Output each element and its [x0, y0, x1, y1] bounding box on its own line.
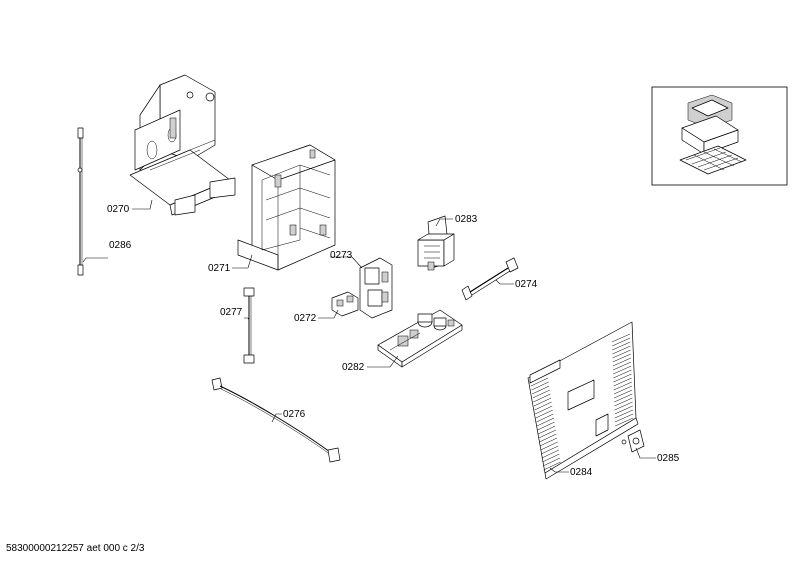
- grille-slat: [613, 377, 632, 387]
- part-0277-cable: [243, 287, 255, 364]
- grille-slat: [534, 401, 552, 411]
- grille-slat: [538, 429, 556, 439]
- overview-inset: [651, 86, 788, 186]
- grille-slat: [536, 417, 555, 427]
- grille-slat: [536, 413, 554, 423]
- grille-slat: [540, 441, 558, 451]
- label-0274: 0274: [515, 279, 538, 290]
- part-0276-cable: [211, 377, 341, 463]
- label-0286: 0286: [109, 240, 132, 251]
- grille-slat: [614, 413, 634, 423]
- grille-slat: [533, 397, 552, 407]
- grille-slat: [541, 449, 559, 459]
- grille-slat: [612, 361, 632, 371]
- label-0282: 0282: [342, 362, 365, 373]
- grille-slat: [613, 369, 632, 379]
- grille-slat: [532, 385, 550, 395]
- grille-slat: [613, 385, 633, 395]
- grille-slat: [614, 405, 633, 415]
- grille-slat: [539, 437, 558, 447]
- label-0270: 0270: [107, 204, 130, 215]
- grille-slat: [532, 389, 550, 399]
- part-0283-transformer: [417, 215, 455, 271]
- grille-slat: [612, 349, 631, 359]
- grille-slat: [612, 353, 631, 363]
- grille-slat: [613, 381, 632, 391]
- grille-slat: [541, 445, 559, 455]
- grille-slat: [533, 393, 551, 403]
- grille-slat: [612, 345, 631, 355]
- grille-slat: [535, 409, 553, 419]
- part-0284-back-panel: [527, 321, 639, 480]
- grille-slat: [537, 421, 555, 431]
- grille-slat: [614, 401, 633, 411]
- grille-slat: [611, 333, 631, 343]
- grille-slat: [614, 409, 633, 419]
- part-0282-pcb: [377, 309, 463, 368]
- label-0271: 0271: [208, 263, 231, 274]
- label-0285: 0285: [657, 453, 680, 464]
- part-0273-relay-board: [359, 257, 393, 319]
- part-0271-housing: [237, 144, 336, 271]
- grille-slat: [615, 417, 634, 427]
- grille-slat: [613, 365, 632, 375]
- grille-slat: [613, 389, 633, 399]
- grille-slat: [539, 433, 557, 443]
- label-0276: 0276: [283, 409, 306, 420]
- grille-slat: [531, 381, 549, 391]
- part-0270-bracket: [129, 74, 236, 216]
- grille-slat: [612, 341, 631, 351]
- part-0272-connector: [331, 291, 359, 317]
- grille-slat: [535, 405, 553, 415]
- label-0277: 0277: [220, 307, 243, 318]
- label-0272: 0272: [294, 313, 317, 324]
- grille-slat: [542, 453, 560, 463]
- grille-slat: [613, 373, 632, 383]
- grille-slat: [612, 337, 631, 347]
- part-0274-ribbon-cable: [461, 257, 519, 301]
- label-0273: 0273: [330, 250, 353, 261]
- part-0286-cable: [77, 127, 84, 276]
- grille-slat: [542, 457, 561, 467]
- grille-slat: [543, 461, 561, 471]
- document-id: 58300000212257 aet 000 c 2/3: [6, 543, 145, 554]
- leader-lines: [82, 199, 656, 473]
- grille-slat: [538, 425, 556, 435]
- part-labels: 0270 0271 0272 0273 0274 0276 0277 0282 …: [107, 204, 680, 478]
- grille-slat: [530, 377, 549, 387]
- part-0285-clip: [621, 429, 645, 453]
- label-0284: 0284: [570, 467, 593, 478]
- label-0283: 0283: [455, 214, 478, 225]
- grille-slat: [614, 393, 633, 403]
- grille-slat: [614, 397, 633, 407]
- grille-slat: [612, 357, 632, 367]
